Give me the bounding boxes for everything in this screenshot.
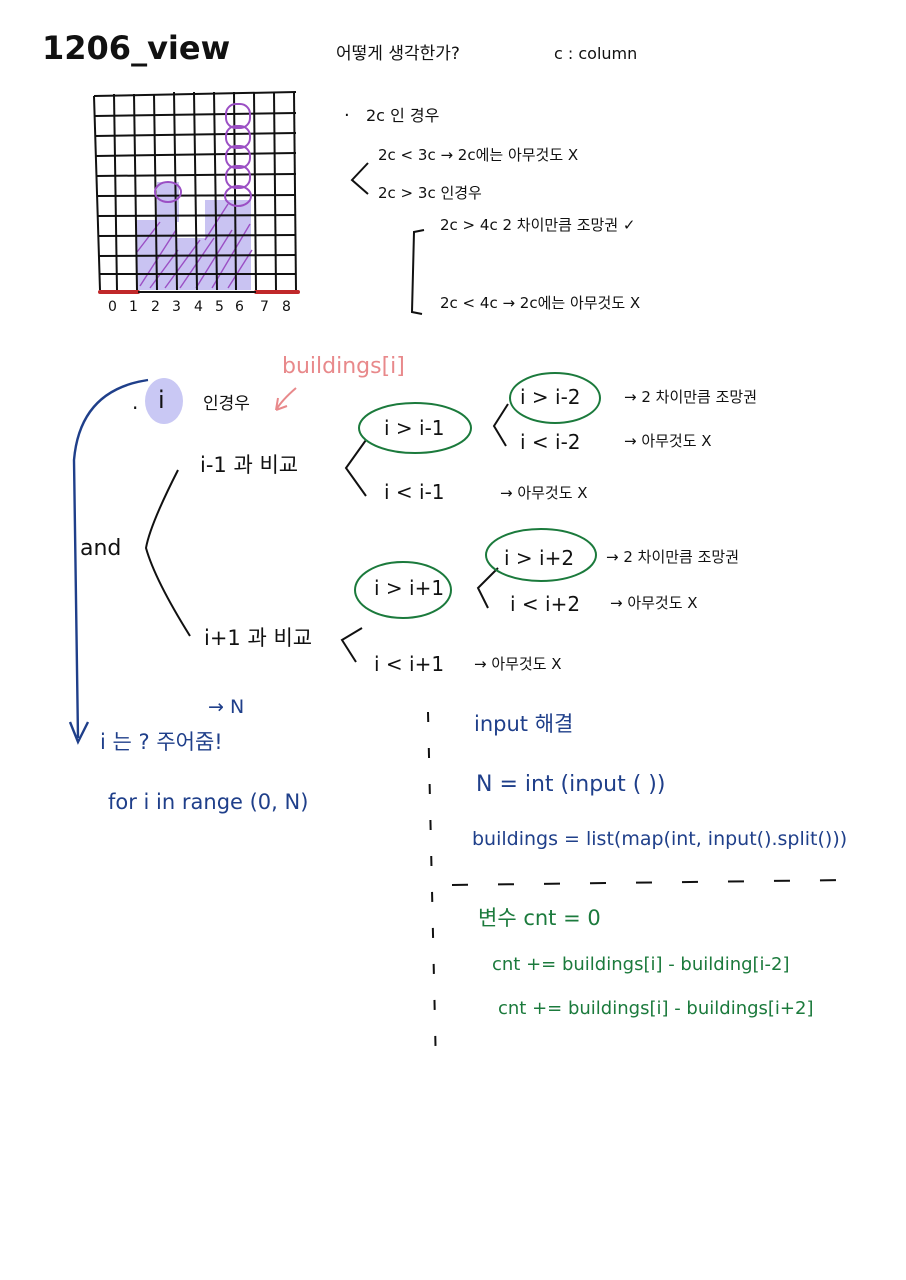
input-line-buildings: buildings = list(map(int, input().split(… — [472, 828, 848, 850]
next-gt-a-result: → 2 차이만큼 조망권 — [606, 548, 740, 566]
axis-label: 7 — [260, 299, 269, 315]
axis-label: 8 — [282, 299, 291, 315]
branch-lines — [144, 403, 509, 663]
axis-label: 0 — [108, 299, 117, 315]
for-loop-line: for i in range (0, N) — [108, 790, 309, 814]
prev-gt-a-result: → 2 차이만큼 조망권 — [624, 388, 758, 406]
axis-label: 3 — [172, 299, 181, 315]
input-title: input 해결 — [474, 712, 574, 736]
var-line: cnt += buildings[i] - buildings[i+2] — [498, 998, 814, 1019]
axis-label: 5 — [215, 299, 224, 315]
view-cells — [154, 103, 252, 207]
case-brackets — [350, 162, 425, 315]
bullet-dot: · — [344, 105, 350, 126]
code-divider — [427, 711, 437, 1069]
sketch-grid — [93, 91, 297, 291]
i-highlight — [145, 378, 183, 424]
and-label: and — [80, 536, 122, 561]
compare-next-label: i+1 과 비교 — [204, 626, 313, 650]
comparison-ovals — [354, 372, 601, 619]
column-definition: c : column — [554, 44, 638, 63]
input-line-n: N = int (input ( )) — [476, 772, 666, 797]
axis-label: 6 — [235, 299, 244, 315]
prev-gt-b-result: → 아무것도 X — [624, 432, 712, 450]
i-case-label: 인경우 — [203, 394, 250, 414]
var-title: 변수 cnt = 0 — [478, 906, 601, 930]
buildings-label: buildings[i] — [282, 354, 405, 379]
next-gt-b: i < i+2 — [510, 592, 581, 616]
case-sub-line: 2c > 4c 2 차이만큼 조망권 ✓ — [440, 216, 636, 234]
axis-label: 1 — [129, 299, 138, 315]
i-label: i — [158, 386, 165, 414]
next-gt: i > i+1 — [374, 576, 445, 600]
n-note: → N — [208, 696, 245, 718]
axis-label: 2 — [151, 299, 160, 315]
next-lt-result: → 아무것도 X — [474, 655, 562, 673]
compare-prev-label: i-1 과 비교 — [200, 453, 299, 477]
prev-gt-b: i < i-2 — [520, 430, 581, 454]
next-gt-b-result: → 아무것도 X — [610, 594, 698, 612]
prev-gt: i > i-1 — [384, 416, 445, 440]
i-question: i 는 ? 주어줌! — [100, 730, 223, 754]
next-lt: i < i+1 — [374, 652, 445, 676]
bullet-dot: · — [132, 396, 139, 420]
case-line: 2c > 3c 인경우 — [378, 184, 482, 202]
pink-arrow — [275, 387, 297, 411]
case-heading: 2c 인 경우 — [366, 106, 440, 125]
page-title: 1206_view — [42, 29, 231, 67]
case-line: 2c < 3c → 2c에는 아무것도 X — [378, 146, 579, 164]
grid-axis: 0 1 2 3 4 5 6 7 8 — [108, 300, 304, 320]
loop-arrow — [68, 378, 149, 745]
question-text: 어떻게 생각한가? — [336, 44, 460, 64]
prev-lt-result: → 아무것도 X — [500, 484, 588, 502]
case-sub-line: 2c < 4c → 2c에는 아무것도 X — [440, 294, 641, 312]
section-divider — [451, 879, 849, 886]
prev-gt-a: i > i-2 — [520, 385, 581, 409]
axis-label: 4 — [194, 299, 203, 315]
next-gt-a: i > i+2 — [504, 546, 575, 570]
var-line: cnt += buildings[i] - building[i-2] — [492, 954, 790, 975]
prev-lt: i < i-1 — [384, 480, 445, 504]
